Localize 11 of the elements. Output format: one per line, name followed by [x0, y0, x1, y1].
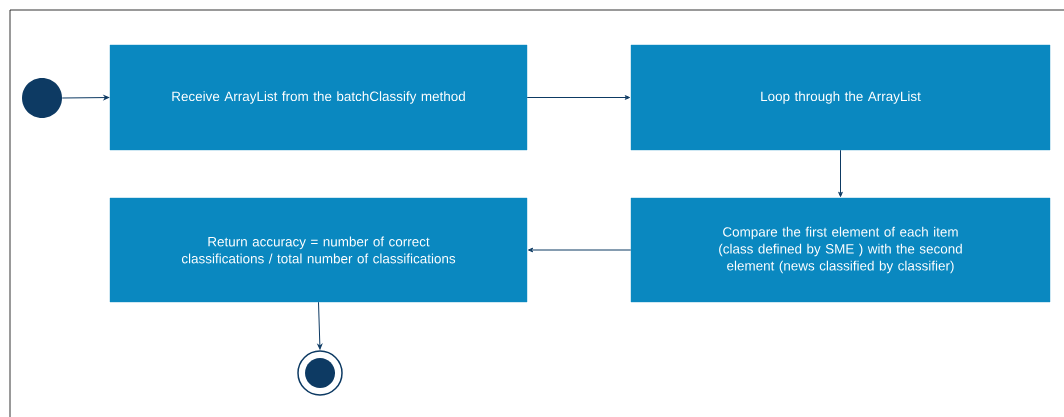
action-box: Compare the first element of each item (class defined by SME ) with the second element (news classified by classifier)	[630, 197, 1051, 303]
arrow	[317, 301, 323, 350]
arrow	[526, 95, 631, 100]
action-box: Return accuracy = number of correct classifications / total number of classifications	[109, 197, 528, 303]
arrow	[528, 247, 632, 253]
arrow	[838, 149, 843, 198]
action-box: Loop through the ArrayList	[630, 44, 1051, 151]
start-node	[22, 78, 62, 118]
arrow	[61, 95, 110, 100]
action-box: Receive ArrayList from the batchClassify method	[109, 44, 528, 151]
end-node	[297, 350, 343, 396]
